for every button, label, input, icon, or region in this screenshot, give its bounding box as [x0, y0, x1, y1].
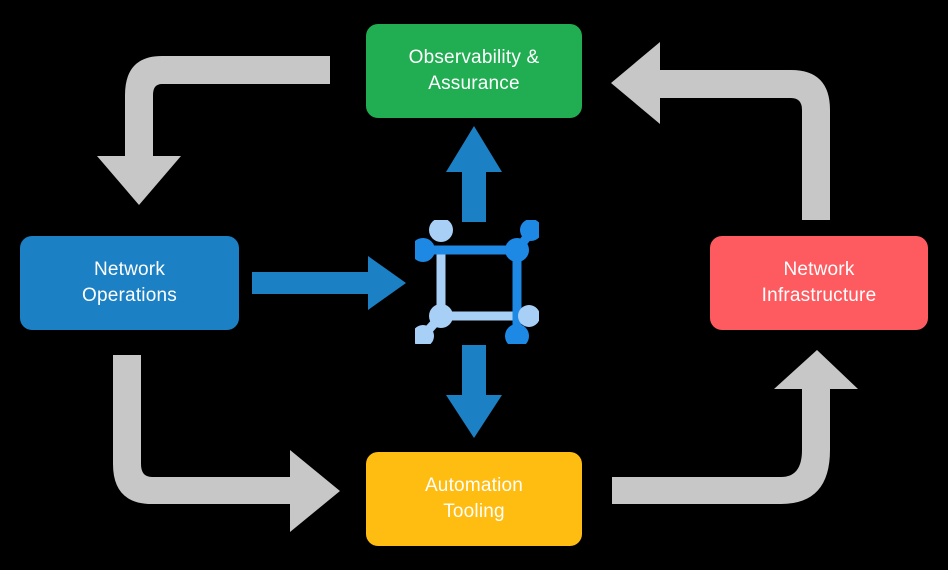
node-observability-and-assurance[interactable]: Observability & Assurance	[366, 24, 582, 118]
topology-nodes-primary	[415, 220, 539, 344]
node-network-infrastructure[interactable]: Network Infrastructure	[710, 236, 928, 330]
network-topology-icon	[415, 220, 539, 344]
gray-arrow-network-infrastructure-to-observability	[611, 42, 830, 220]
blue-arrow-center-to-automation-tooling	[446, 345, 502, 438]
node-label-network-infrastructure: Network Infrastructure	[761, 259, 877, 306]
node-automation-tooling[interactable]: Automation Tooling	[366, 452, 582, 546]
node-label-automation-tooling: Automation Tooling	[424, 475, 524, 522]
gray-arrow-automation-tooling-to-network-infrastructure	[612, 350, 858, 504]
topology-nodes-secondary	[415, 220, 539, 344]
gray-arrow-network-operations-to-automation-tooling	[113, 355, 340, 532]
blue-arrow-center-to-observability	[446, 126, 502, 222]
gray-arrow-observability-to-network-operations	[97, 56, 330, 205]
node-label-observability: Observability & Assurance	[408, 47, 540, 94]
node-label-network-operations: Network Operations	[82, 259, 177, 306]
blue-arrow-network-operations-to-center	[252, 256, 406, 310]
node-network-operations[interactable]: Network Operations	[20, 236, 239, 330]
